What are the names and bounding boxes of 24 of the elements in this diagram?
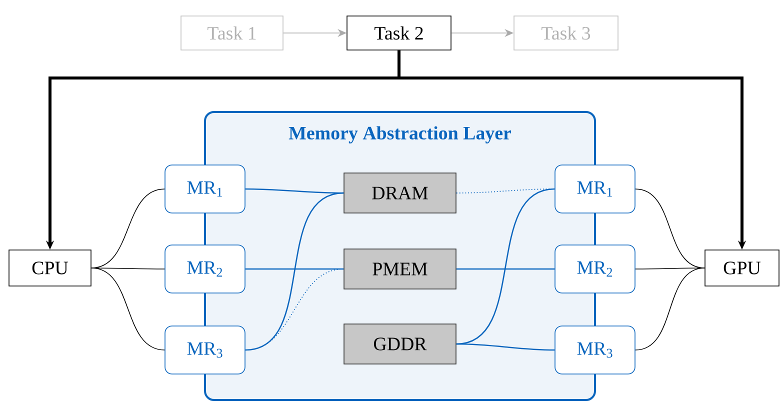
task-box: Task 1 bbox=[180, 16, 284, 50]
connector-line bbox=[91, 268, 165, 350]
memory-region-box: MR$_{3}$ bbox=[164, 326, 246, 374]
connector-line bbox=[244, 268, 344, 350]
connector-line bbox=[245, 192, 344, 351]
connector-line bbox=[456, 188, 555, 345]
task-box: Task 3 bbox=[514, 16, 618, 50]
memory-box: PMEM bbox=[344, 248, 456, 290]
connector-line bbox=[635, 268, 705, 350]
memory-region-box: MR$_{1}$ bbox=[554, 164, 636, 214]
connector-line bbox=[91, 268, 165, 270]
connector-line bbox=[635, 268, 705, 270]
memory-box: GDDR bbox=[344, 324, 456, 364]
memory-region-box: MR$_{3}$ bbox=[554, 326, 636, 374]
memory-region-box: MR$_{1}$ bbox=[164, 164, 246, 214]
task-box: Task 2 bbox=[346, 16, 452, 50]
memory-box: DRAM bbox=[344, 172, 456, 214]
connector-line bbox=[245, 268, 344, 270]
memory-region-box: MR$_{2}$ bbox=[554, 244, 636, 294]
device-box: GPU bbox=[704, 250, 780, 286]
device-box: CPU bbox=[8, 250, 92, 286]
memory-region-box: MR$_{2}$ bbox=[164, 244, 246, 294]
connector-line bbox=[456, 343, 555, 351]
connector-line bbox=[456, 268, 555, 270]
